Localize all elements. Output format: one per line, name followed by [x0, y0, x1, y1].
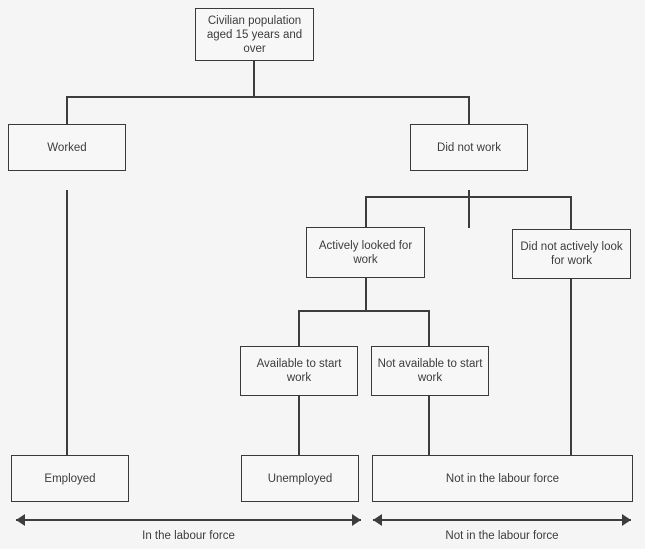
node-worked[interactable]: Worked: [8, 124, 126, 171]
connector-actively-looked-down: [365, 278, 367, 312]
connector-did-not-work-down: [468, 190, 470, 228]
axis-in-labour-force-label: In the labour force: [142, 530, 235, 542]
connector-level3-horizontal: [298, 310, 429, 312]
connector-to-available: [298, 310, 300, 346]
node-actively-looked-for-work[interactable]: Actively looked for work: [306, 227, 425, 278]
node-civilian-population-label: Civilian population aged 15 years and ov…: [206, 14, 303, 55]
axis-bar: [373, 519, 631, 521]
connector-root-down: [253, 60, 255, 98]
connector-level1-horizontal: [66, 96, 470, 98]
node-did-not-actively-look-for-work[interactable]: Did not actively look for work: [512, 229, 631, 279]
arrow-right-icon: [622, 514, 631, 526]
node-employed[interactable]: Employed: [11, 455, 129, 502]
axis-bar: [16, 519, 361, 521]
connector-level2-horizontal: [365, 196, 572, 198]
axis-in-labour-force: In the labour force: [16, 514, 361, 546]
connector-to-actively-looked: [365, 196, 367, 228]
node-unemployed-label: Unemployed: [267, 472, 333, 485]
connector-to-not-available: [428, 310, 430, 346]
node-did-not-actively-look-for-work-label: Did not actively look for work: [520, 241, 623, 267]
connector-did-not-actively-look-to-nilf: [570, 279, 572, 455]
node-not-available-to-start-work[interactable]: Not available to start work: [371, 346, 489, 396]
axis-not-in-labour-force: Not in the labour force: [373, 514, 631, 546]
node-did-not-work[interactable]: Did not work: [410, 124, 528, 171]
connector-available-to-unemployed: [298, 396, 300, 455]
node-employed-label: Employed: [44, 472, 96, 485]
connector-to-did-not-work: [468, 96, 470, 125]
node-unemployed[interactable]: Unemployed: [241, 455, 359, 502]
node-available-to-start-work-label: Available to start work: [256, 358, 342, 384]
node-available-to-start-work[interactable]: Available to start work: [240, 346, 358, 396]
node-not-available-to-start-work-label: Not available to start work: [377, 358, 483, 384]
node-not-in-the-labour-force[interactable]: Not in the labour force: [372, 455, 633, 502]
axis-not-in-labour-force-label: Not in the labour force: [445, 530, 559, 542]
connector-to-worked: [66, 96, 68, 125]
connector-worked-to-employed: [66, 190, 68, 455]
connector-not-available-to-nilf: [428, 396, 430, 455]
connector-to-did-not-actively-look: [570, 196, 572, 229]
node-civilian-population[interactable]: Civilian population aged 15 years and ov…: [195, 8, 314, 61]
node-actively-looked-for-work-label: Actively looked for work: [318, 239, 413, 266]
arrow-right-icon: [352, 514, 361, 526]
node-worked-label: Worked: [47, 141, 87, 154]
node-did-not-work-label: Did not work: [437, 141, 501, 154]
node-not-in-the-labour-force-label: Not in the labour force: [445, 472, 560, 485]
